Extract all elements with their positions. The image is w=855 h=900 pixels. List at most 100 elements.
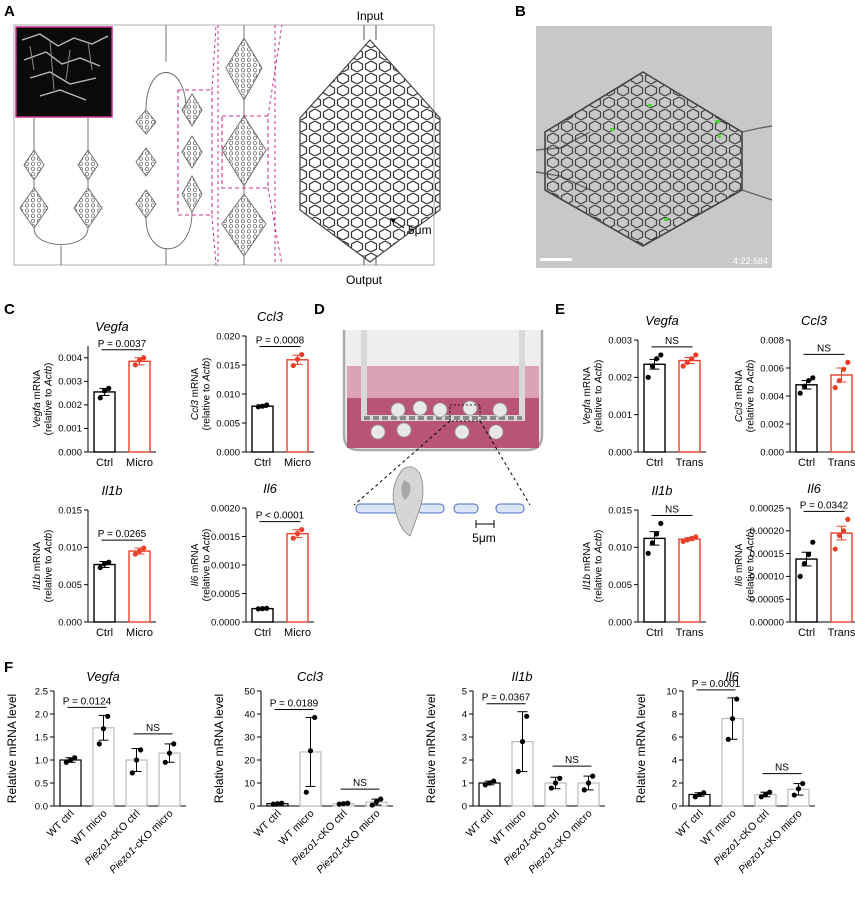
y-tick-label: 0.00020 [750,526,784,537]
y-tick-label: 0.006 [760,363,784,374]
data-point [806,551,812,558]
data-point [166,750,173,756]
cell-nucleus [401,480,411,500]
y-tick-label: 0.000 [58,617,82,628]
y-tick-label: 0.005 [216,418,240,429]
device-overview-left [19,118,103,265]
chart-title: Il1b [102,483,123,498]
data-point [693,534,699,540]
category-label: WT ctrl [45,808,77,840]
data-point [138,747,144,753]
data-point [548,785,554,791]
category-label: Trans [676,627,704,639]
data-point [132,551,138,557]
y-tick-label: 0.00000 [750,617,784,628]
y-tick-label: 0.000 [608,617,632,628]
category-label: Ctrl [254,627,271,639]
data-point [645,374,651,380]
panel-label-f: F [4,659,13,676]
scale-label-a: 5μm [408,223,432,237]
data-point [797,573,803,580]
y-tick-label: 0.000 [58,447,82,458]
timestamp: 4:22.684 [733,256,768,266]
data-point [767,789,773,795]
data-point [133,757,140,763]
p-value-label-2: NS [353,778,367,789]
y-tick-label: 0.0010 [211,560,240,571]
data-point [795,786,802,792]
data-point [72,755,78,761]
zoom-line-4 [267,187,283,266]
y-tick-label: 0.00025 [750,503,784,514]
category-label: Ctrl [96,457,113,469]
data-point [105,713,111,719]
y-tick-label: 0.010 [608,543,632,554]
pore-membrane [355,503,525,514]
data-point [294,356,301,362]
output-label: Output [346,273,383,287]
data-point [312,714,318,721]
y-tick-label: 0.003 [608,335,632,346]
scale-bar-b [540,258,572,261]
data-point [101,561,108,567]
y-tick-label: 0.010 [216,389,240,400]
data-point [136,548,143,554]
panel-b-micrograph: 4:22.684 [535,26,773,268]
y-tick-label: 50 [244,686,255,697]
data-point [515,768,521,775]
p-value-label: P = 0.0037 [98,339,147,350]
p-value-label-2: NS [775,763,789,774]
y-tick-label: 1.5 [35,732,48,743]
p-value-label: NS [665,504,679,515]
data-point [836,532,843,538]
y-axis-label: Il1b mRNA(relative to Actb) [582,530,605,603]
data-point [274,801,281,807]
data-point [645,550,651,556]
p-value-label: P = 0.0342 [800,500,849,511]
data-point [684,537,691,543]
y-tick-label: 0.00010 [750,572,784,583]
data-point [162,759,168,765]
category-label: WT ctrl [252,808,284,840]
y-tick-label: 0.000 [608,447,632,458]
y-tick-label: 0.015 [216,360,240,371]
data-point [171,741,177,747]
chart-title: Ccl3 [257,309,284,324]
y-axis-label: Relative mRNA level [5,694,19,803]
bar [286,359,309,453]
y-axis-label: Relative mRNA level [424,694,438,803]
bar [795,558,818,623]
category-label: Trans [828,457,855,469]
chart-title: Ccl3 [297,669,324,684]
zoom-line-1 [211,24,217,91]
category-label: Micro [126,627,153,639]
data-point [129,770,135,776]
data-point [684,359,691,365]
data-point [801,561,808,567]
zoom-box-1 [177,89,213,216]
y-tick-label: 0.0015 [211,532,240,543]
p-value-label: P = 0.0001 [692,679,741,690]
category-label: Trans [676,457,704,469]
data-point [255,606,261,612]
chart-title: Il1b [652,483,673,498]
data-point [680,363,686,369]
data-point [141,355,147,361]
p-value-label: NS [665,336,679,347]
data-point [806,378,812,384]
scale-label-d: 5μm [472,531,496,545]
panel-a-schematic: Input Output 5μm [13,9,441,287]
panel-label-e: E [555,301,565,318]
cells-in-well [370,400,508,440]
data-point [264,605,270,611]
bar [678,538,701,623]
p-value-label: P = 0.0367 [482,693,531,704]
chart-title: Vegfa [86,669,120,684]
p-value-label: P < 0.0001 [256,511,305,522]
